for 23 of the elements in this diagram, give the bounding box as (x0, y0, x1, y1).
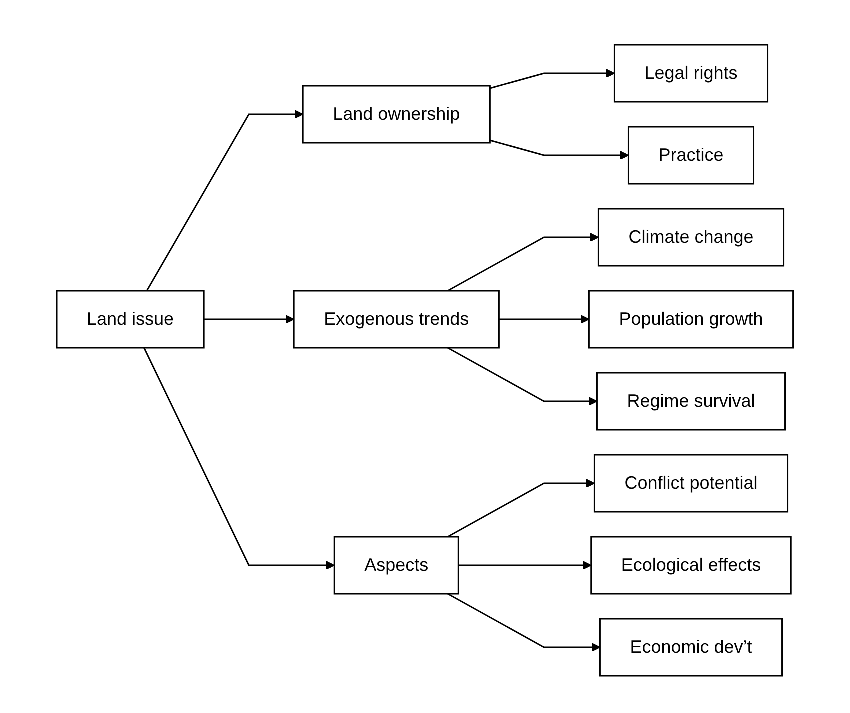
node-box: Climate change (598, 208, 784, 267)
node-box: Aspects (334, 536, 460, 595)
node-box: Land ownership (302, 85, 491, 144)
arrow (458, 561, 592, 570)
node-box: Exogenous trends (293, 290, 500, 349)
arrow (447, 347, 598, 406)
node-box: Population growth (588, 290, 794, 349)
node-box: Practice (628, 126, 754, 185)
node-box: Ecological effects (590, 536, 792, 595)
arrow (447, 479, 595, 538)
arrow (490, 140, 629, 160)
arrow (447, 593, 600, 652)
node-box: Regime survival (596, 372, 786, 431)
arrow (146, 110, 304, 292)
arrow (143, 348, 335, 570)
arrow (490, 69, 615, 90)
arrow (447, 233, 599, 292)
node-box: Conflict potential (594, 454, 788, 513)
arrow (499, 315, 590, 324)
node-box: Land issue (56, 290, 205, 349)
node-box: Economic dev’t (599, 618, 783, 677)
node-box: Legal rights (614, 44, 768, 103)
arrow (204, 315, 294, 324)
